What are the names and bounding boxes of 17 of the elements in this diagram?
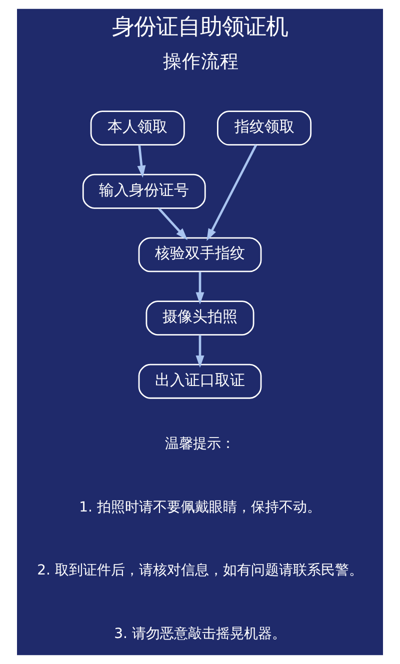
label: 操作流程 [162,52,239,73]
label: 2. 取到证件后，请核对信息，如有问题请联系民警。 [37,562,363,579]
label: 1. 拍照时请不要佩戴眼睛，保持不动。 [79,499,321,516]
node-box: 指纹领取 [217,110,312,146]
node-box: 摄像头拍照 [146,300,254,336]
arrow [206,144,258,241]
node-box: 本人领取 [90,110,185,146]
label: 温馨提示： [165,436,235,452]
node-box: 核验双手指纹 [138,237,262,272]
arrow [158,208,188,240]
node-box: 输入身份证号 [82,174,206,209]
diagram-title: 身份证自助领证机 [112,14,288,40]
node-box: 出入证口取证 [138,364,262,399]
label: 3. 请勿恶意敲击摇晃机器。 [114,626,286,642]
arrow [137,145,146,178]
arrow [196,272,204,304]
arrow [196,335,204,368]
